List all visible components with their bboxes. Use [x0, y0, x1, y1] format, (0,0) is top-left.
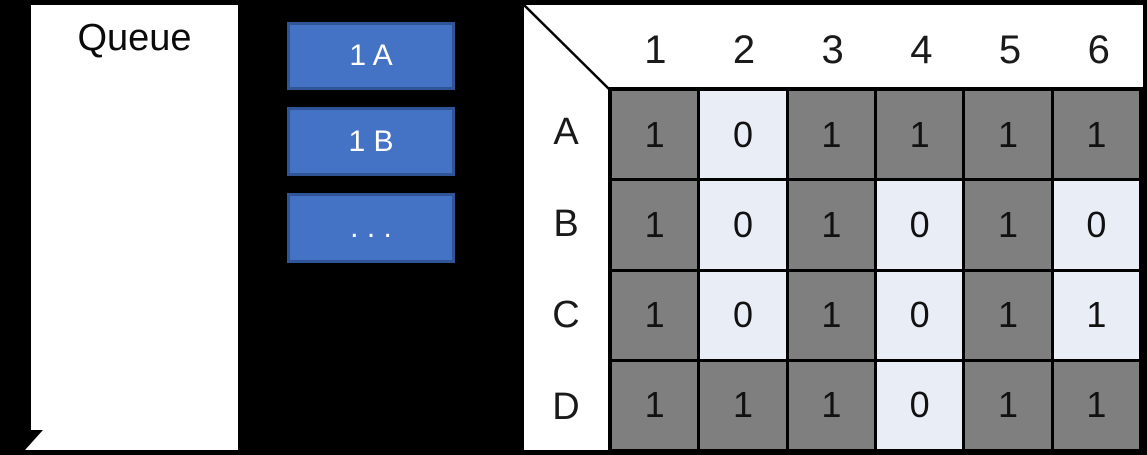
matrix-cell: 1: [965, 91, 1051, 179]
col-header: 6: [1087, 28, 1110, 72]
matrix-cell: 1: [1053, 91, 1139, 179]
matrix-cell: 0: [877, 361, 963, 449]
row-label: C: [552, 294, 580, 337]
matrix-cell: 0: [700, 91, 786, 179]
stack-item-1b: 1 B: [287, 107, 455, 176]
stack-item-1a: 1 A: [287, 22, 455, 90]
matrix-cell: 1: [877, 91, 963, 179]
corner-diagonal-line: [524, 5, 611, 91]
matrix-cell: 1: [612, 271, 698, 359]
stack-item-ellipsis: . . .: [287, 193, 455, 263]
matrix-cell: 1: [788, 91, 874, 179]
matrix-row-labels: A B C D: [524, 87, 608, 453]
matrix-cell: 1: [1053, 361, 1139, 449]
matrix-cell: 1: [700, 361, 786, 449]
matrix-cell: 0: [700, 271, 786, 359]
matrix-cell: 1: [612, 361, 698, 449]
col-header: 5: [998, 28, 1022, 72]
row-label: B: [553, 202, 579, 245]
matrix-cell: 1: [788, 181, 874, 269]
col-header: 2: [732, 28, 756, 72]
col-header: 4: [910, 28, 933, 72]
matrix-cell: 0: [877, 181, 963, 269]
matrix-grid: 1 0 1 1 1 1 1 0 1 0 1 0 1 0 1 0 1 1 1 1 …: [608, 87, 1143, 453]
stack-item-label: 1 B: [348, 124, 394, 158]
matrix-cell: 1: [612, 181, 698, 269]
col-header: 3: [821, 28, 844, 72]
matrix-cell: 1: [965, 361, 1051, 449]
matrix-column-headers: 1 2 3 4 5 6: [611, 14, 1143, 87]
queue-title: Queue: [77, 17, 192, 59]
row-label: D: [552, 385, 580, 428]
row-label: A: [553, 111, 579, 154]
stack-item-label: . . .: [350, 211, 392, 244]
matrix-panel: 1 2 3 4 5 6 A B C D 1 0 1 1 1 1 1 0 1 0 …: [519, 0, 1147, 455]
matrix-cell: 1: [965, 181, 1051, 269]
stack-item-label: 1 A: [349, 39, 393, 72]
queue-panel: Queue: [25, 5, 238, 450]
matrix-cell: 1: [965, 271, 1051, 359]
matrix-cell: 1: [788, 361, 874, 449]
matrix-cell: 0: [1053, 181, 1139, 269]
matrix-cell: 1: [1053, 271, 1139, 359]
col-header: 1: [644, 28, 667, 72]
matrix-cell: 0: [877, 271, 963, 359]
matrix-cell: 1: [612, 91, 698, 179]
matrix-cell: 0: [700, 181, 786, 269]
matrix-cell: 1: [788, 271, 874, 359]
